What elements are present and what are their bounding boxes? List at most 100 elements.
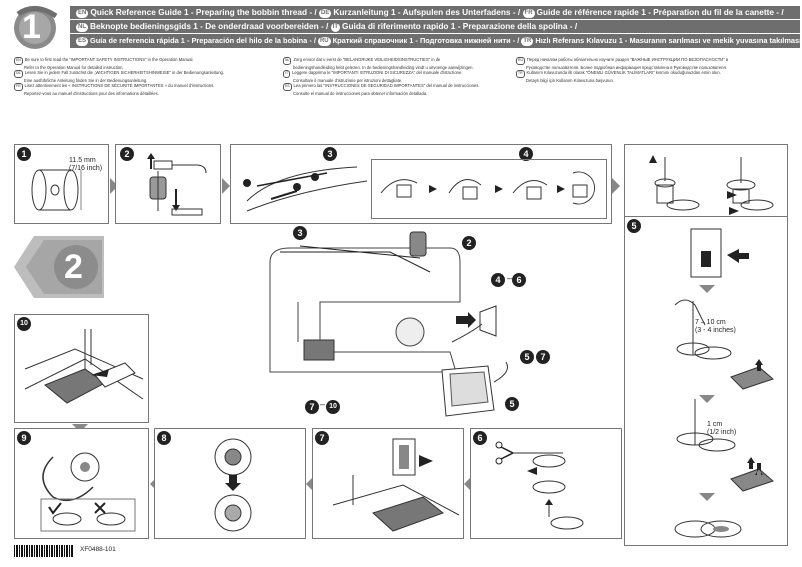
- dim-inch: (7/16 inch): [69, 165, 103, 172]
- lang-chip: FR: [14, 83, 23, 91]
- bobbin-winder-icon: [649, 155, 774, 215]
- note-text: Перед началом работы обязательно изучите…: [526, 57, 729, 62]
- callout-5: 5: [520, 350, 534, 364]
- note-text: Eine ausführliche Anleitung finden Sie i…: [24, 77, 148, 83]
- thread-guide-steps-icon: [380, 171, 595, 205]
- dim-inches: (3 - 4 inches): [695, 327, 736, 334]
- arrow-right-icon: [612, 178, 620, 194]
- note-line: Detaylı bilgi için Kullanım Kılavuzuna b…: [516, 78, 728, 84]
- note-text: Refer to the Operation Manual for detail…: [24, 64, 124, 70]
- header-bar-1: [70, 6, 800, 19]
- step-number-7: 7: [315, 431, 329, 445]
- lang-chip-de: DE: [319, 9, 332, 18]
- lang-chip: NL: [283, 57, 292, 65]
- thread-path-closeup-icon: [243, 166, 368, 212]
- lang-chip-tr: TR: [521, 37, 534, 46]
- callout-dash-bottom: –: [320, 399, 326, 409]
- lang-chip: RU: [516, 57, 525, 65]
- step-number-9: 9: [17, 431, 31, 445]
- title-ru: Краткий справочник 1 - Подготовка нижней…: [332, 36, 520, 45]
- arrow-down-icon: [699, 395, 715, 403]
- note-line: Refer to the Operation Manual for detail…: [14, 65, 224, 71]
- callout-5-pedal: 5: [505, 397, 519, 411]
- lang-chip-nl: NL: [76, 23, 88, 32]
- panel-step-5: 5 7 – 10 cm (3 - 4 inches) 1 cm (1/2 inc…: [624, 216, 788, 546]
- step-number-2: 2: [120, 147, 134, 161]
- power-plug-icon: [451, 305, 497, 343]
- note-line: Reportez-vous au manuel d'instructions p…: [14, 91, 224, 97]
- panel-step-7: 7: [312, 428, 464, 539]
- lang-chip-it: IT: [330, 23, 341, 32]
- note-text: Reportez-vous au manuel d'instructions p…: [24, 90, 159, 96]
- winder-switch-icon: [690, 228, 749, 278]
- lang-chip-es: ES: [76, 37, 89, 46]
- arrow-down-icon: [699, 285, 715, 293]
- thread-length-dimension: 7 – 10 cm (3 - 4 inches): [695, 319, 736, 335]
- release-pedal-icon: [730, 457, 774, 492]
- note-text: Detaylı bilgi için Kullanım Kılavuzuna b…: [526, 77, 614, 83]
- callout-7: 7: [536, 350, 550, 364]
- note-text: Kullanım Kılavuzunda ilk olarak "ÖNEMLİ …: [526, 70, 721, 76]
- title-it: Guida di riferimento rapido 1 - Preparaz…: [342, 21, 578, 31]
- lang-chip-en: EN: [76, 9, 89, 18]
- title-fr: Guide de référence rapide 1 - Préparatio…: [536, 7, 784, 17]
- title-en: Quick Reference Guide 1 - Preparing the …: [90, 7, 317, 17]
- open-bobbin-cover-icon: [332, 438, 460, 532]
- panel-step-8: 8: [154, 428, 306, 539]
- step-number-8: 8: [157, 431, 171, 445]
- lang-chip-fr: FR: [522, 9, 535, 18]
- note-text: Руководстве пользователя. Более подробна…: [526, 64, 727, 70]
- panel-step-9: 9: [14, 428, 149, 539]
- arrow-right-icon: [222, 178, 230, 194]
- thread-trim-dimension: 1 cm (1/2 inch): [707, 421, 736, 437]
- barcode: [14, 545, 74, 557]
- bobbin-height-dimension: 11.5 mm (7/16 inch): [69, 157, 102, 173]
- header-bar-2: [70, 20, 800, 33]
- panel-winder: [624, 144, 788, 224]
- thread-end-icon: [674, 299, 732, 360]
- callout-6: 6: [512, 273, 526, 287]
- note-text: Consulte el manual de instrucciones para…: [293, 90, 428, 96]
- step-number-6: 6: [473, 431, 487, 445]
- sewing-machine-icon: [269, 231, 461, 373]
- step-number-1: 1: [17, 147, 31, 161]
- panel-step-3-4: 3 4: [230, 144, 612, 224]
- title-es: Guía de referencia rápida 1 - Preparació…: [90, 36, 316, 45]
- bobbin-cover-icon: [24, 329, 144, 404]
- dim-cm-2: 1 cm: [707, 421, 723, 428]
- bobbin-icon: [31, 169, 82, 211]
- note-text: Zorg ervoor dat u eerst de "BELANGRIJKE …: [293, 57, 441, 62]
- note-text: Lea primero las "INSTRUCCIONES DE SEGURI…: [293, 83, 480, 89]
- title-tr: Hızlı Referans Kılavuzu 1 - Masuranın sa…: [535, 36, 802, 45]
- lang-chip: IT: [283, 70, 291, 78]
- guide-number-logo: [14, 6, 58, 49]
- lang-chip: ES: [283, 83, 292, 91]
- trim-thread-icon: [676, 399, 736, 452]
- callout-7-bottom: 7: [305, 400, 319, 414]
- title-nl: Beknopte bedieningsgids 1 - De onderdraa…: [90, 21, 329, 31]
- callout-dash: –: [507, 273, 513, 283]
- note-line: bedieningshandleiding hebt gelezen. In d…: [283, 65, 480, 71]
- dim-inch-2: (1/2 inch): [707, 429, 737, 436]
- bobbin-case-threading-icon: [40, 452, 136, 532]
- callout-2: 2: [462, 236, 476, 250]
- step-number-10: 10: [17, 317, 31, 331]
- lang-chip: TR: [516, 70, 525, 78]
- note-line: Consultare il manuale d'istruzione per i…: [283, 78, 480, 84]
- note-line: Consulte el manual de instrucciones para…: [283, 91, 480, 97]
- insert-bobbin-icon: [214, 438, 252, 532]
- callout-10: 10: [326, 400, 340, 414]
- arrow-right-icon: [110, 178, 118, 194]
- arrow-down-icon: [699, 493, 715, 501]
- note-text: Lesen Sie in jedem Fall zunächst die „WI…: [24, 70, 225, 76]
